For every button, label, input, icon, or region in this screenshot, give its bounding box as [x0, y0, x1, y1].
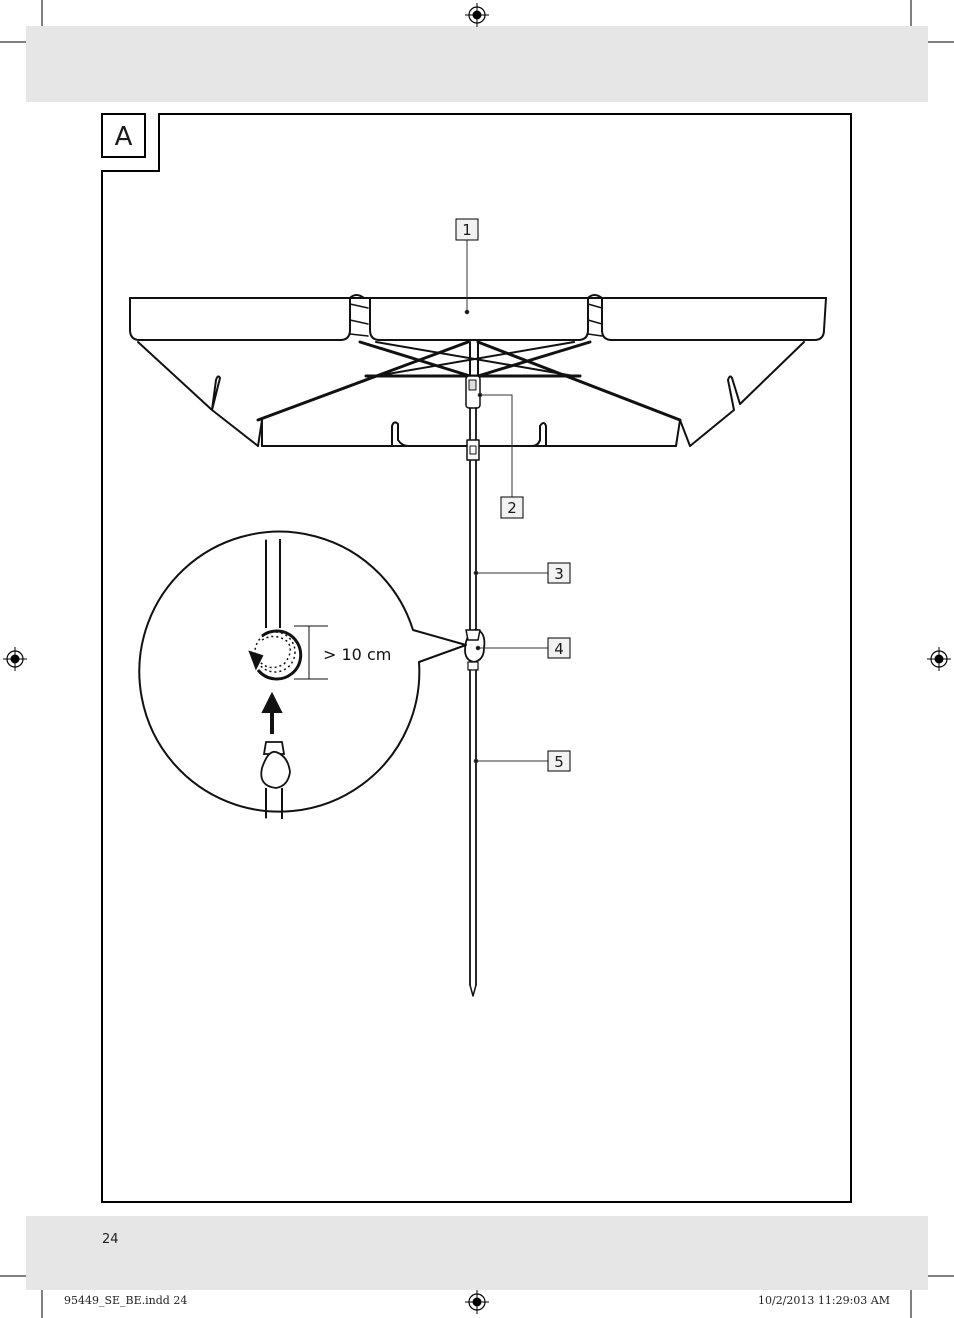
callout-2: 2: [500, 496, 524, 519]
dimension-label: > 10 cm: [323, 645, 391, 664]
callout-5: 5: [547, 750, 571, 772]
svg-text:5: 5: [554, 753, 564, 771]
callout-1: 1: [455, 218, 479, 241]
slug-filename: 95449_SE_BE.indd 24: [64, 1294, 187, 1307]
footer-band: [26, 1216, 928, 1290]
dimension-marker: [294, 625, 328, 680]
figure-label: A: [115, 122, 133, 152]
svg-text:1: 1: [462, 221, 472, 239]
figure-label-box: [101, 113, 146, 158]
svg-text:4: 4: [554, 640, 564, 658]
slug-timestamp: 10/2/2013 11:29:03 AM: [758, 1294, 890, 1307]
detail-bubble: [138, 530, 467, 813]
registration-mark-right: [927, 647, 951, 671]
svg-text:3: 3: [554, 565, 564, 583]
umbrella-illustration: [129, 294, 827, 997]
header-band: [26, 26, 928, 102]
page-number: 24: [102, 1232, 119, 1247]
registration-mark-top: [465, 3, 489, 27]
registration-mark-left: [3, 647, 27, 671]
detail-contents: [248, 539, 303, 819]
svg-text:2: 2: [507, 499, 517, 517]
leader-lines: [464, 240, 548, 764]
callout-4: 4: [547, 637, 571, 659]
callout-3: 3: [547, 562, 571, 584]
registration-mark-bottom: [465, 1290, 489, 1314]
